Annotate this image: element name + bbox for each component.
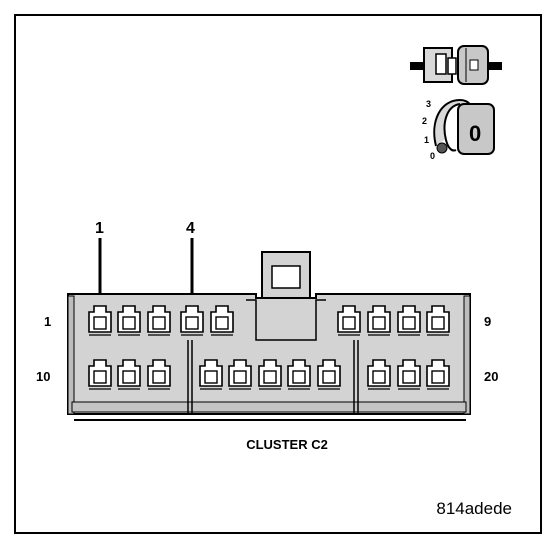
- cavity-bottom-20: [426, 359, 450, 390]
- cavity-bottom-13: [199, 359, 223, 390]
- cavity-bottom-10: [88, 359, 112, 390]
- cavity-bottom-14: [228, 359, 252, 390]
- lock-position-0: 0: [430, 151, 435, 161]
- cavity-bottom-16: [287, 359, 311, 390]
- key-lock-icon: 3 2 1 0 0: [422, 98, 495, 161]
- cavity-top-3: [147, 305, 171, 336]
- connector-plug-icon: [410, 45, 502, 85]
- cavity-bottom-15: [258, 359, 282, 390]
- cavity-bottom-17: [317, 359, 341, 390]
- figure-frame: [14, 14, 542, 534]
- terminal-cavities: [88, 305, 450, 390]
- lock-position-2: 2: [422, 116, 427, 126]
- connector-body: [67, 251, 471, 421]
- connector-name: CLUSTER C2: [246, 437, 328, 452]
- cavity-top-7: [367, 305, 391, 336]
- callout-label-1: 1: [95, 220, 104, 237]
- cavity-bottom-12: [147, 359, 171, 390]
- cavity-top-1: [88, 305, 112, 336]
- cavity-top-6: [337, 305, 361, 336]
- row-label-bottom-left: 10: [36, 369, 50, 384]
- row-label-top-right: 9: [484, 314, 491, 329]
- cavity-top-9: [426, 305, 450, 336]
- cavity-top-4: [180, 305, 204, 336]
- cavity-bottom-19: [397, 359, 421, 390]
- cavity-top-2: [117, 305, 141, 336]
- cavity-top-8: [397, 305, 421, 336]
- lock-key-label: 0: [469, 121, 481, 146]
- callout-label-4: 4: [186, 220, 195, 237]
- figure-id: 814adede: [436, 499, 512, 518]
- cavity-top-5: [210, 305, 234, 336]
- cavity-bottom-18: [367, 359, 391, 390]
- row-label-top-left: 1: [44, 314, 51, 329]
- row-label-bottom-right: 20: [484, 369, 498, 384]
- lock-position-1: 1: [424, 135, 429, 145]
- lock-position-3: 3: [426, 99, 431, 109]
- cavity-bottom-11: [117, 359, 141, 390]
